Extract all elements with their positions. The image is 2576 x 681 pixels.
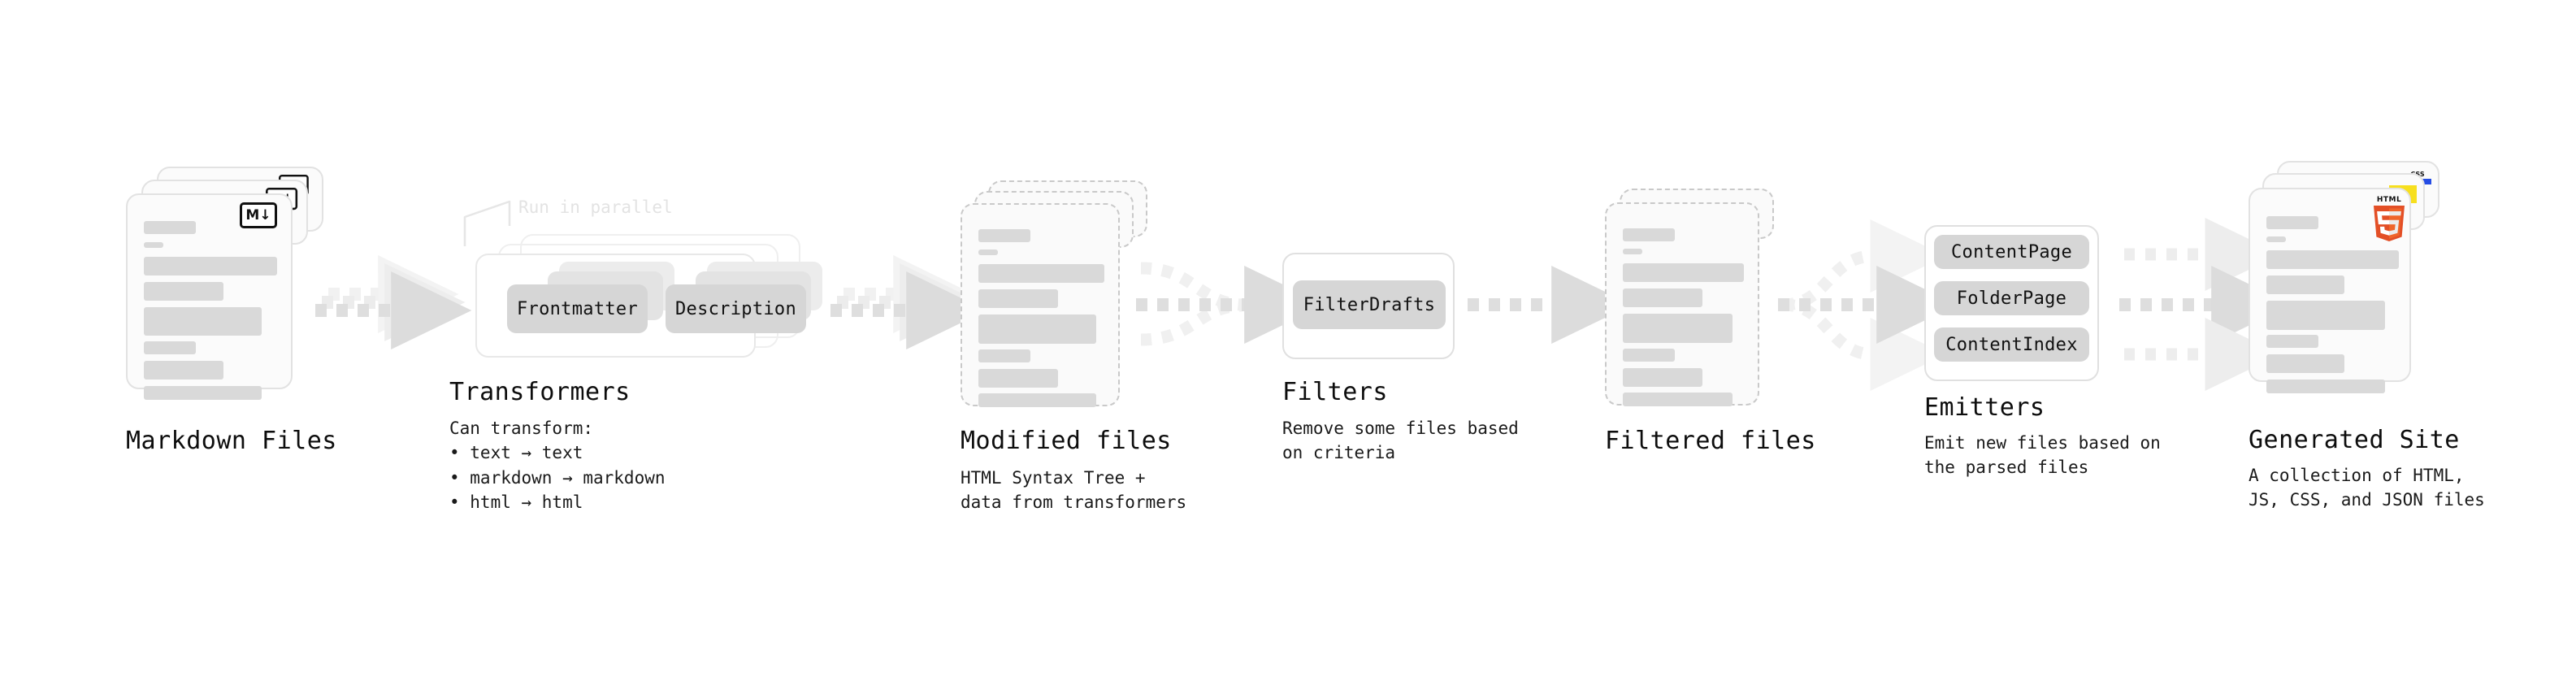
modified-card-front <box>961 203 1120 407</box>
label-modified-files: Modified files <box>961 427 1172 455</box>
skeleton-line <box>144 282 223 301</box>
chip-contentpage[interactable]: ContentPage <box>1934 235 2089 269</box>
skeleton-line <box>1623 349 1675 362</box>
arrow-modified-to-filters <box>1136 262 1325 346</box>
skeleton-line <box>2266 301 2385 330</box>
file-card-front <box>126 193 293 400</box>
skeleton-line <box>978 229 1030 242</box>
chip-filterdrafts[interactable]: FilterDrafts <box>1293 280 1446 329</box>
chip-contentindex[interactable]: ContentIndex <box>1934 327 2089 362</box>
chip-frontmatter[interactable]: Frontmatter <box>507 284 648 333</box>
skeleton-line <box>2266 250 2399 269</box>
arrow-markdown-to-transformers <box>315 255 472 349</box>
skeleton-line <box>978 393 1096 407</box>
label-transformers: Transformers <box>449 378 631 406</box>
skeleton-line <box>2266 236 2286 242</box>
arrow-transformers-to-modified <box>830 255 987 349</box>
html5-icon-word: HTML <box>2376 196 2402 204</box>
markdown-badge-front: M↓ <box>240 202 277 228</box>
skeleton-line <box>1623 249 1642 254</box>
skeleton-line <box>1623 368 1702 387</box>
skeleton-line <box>144 341 196 354</box>
chip-folderpage[interactable]: FolderPage <box>1934 281 2089 315</box>
skeleton-line <box>144 386 262 400</box>
site-card-front <box>2249 188 2411 393</box>
skeleton-line <box>2266 275 2344 294</box>
skeleton-line <box>144 221 196 234</box>
skeleton-line <box>978 369 1058 388</box>
subtitle-filters: Remove some files based on criteria <box>1282 419 1519 463</box>
skeleton-line <box>1623 263 1744 282</box>
label-emitters: Emitters <box>1924 393 2045 422</box>
skeleton-line <box>978 264 1104 283</box>
arrow-filtered-to-emitters <box>1778 219 1958 391</box>
subtitle-transformers: Can transform: • text → text • markdown … <box>449 419 666 513</box>
skeleton-line <box>978 289 1058 308</box>
label-filters: Filters <box>1282 378 1388 406</box>
subtitle-generated-site: A collection of HTML, JS, CSS, and JSON … <box>2249 466 2485 510</box>
subtitle-emitters: Emit new files based on the parsed files <box>1924 433 2161 478</box>
skeleton-line <box>2266 216 2318 229</box>
skeleton-line <box>2266 335 2318 348</box>
label-run-in-parallel: Run in parallel <box>518 197 673 217</box>
label-markdown-files: Markdown Files <box>126 427 337 455</box>
skeleton-line <box>978 249 998 255</box>
skeleton-line <box>1623 314 1733 343</box>
skeleton-line <box>144 307 262 336</box>
skeleton-line <box>2266 380 2385 393</box>
run-in-parallel-bracket <box>463 200 511 246</box>
skeleton-line <box>1623 393 1733 406</box>
skeleton-line <box>1623 288 1702 307</box>
skeleton-line <box>144 361 223 380</box>
label-generated-site: Generated Site <box>2249 426 2460 454</box>
skeleton-line <box>144 257 277 275</box>
skeleton-line <box>978 349 1030 362</box>
html5-icon: HTML <box>2371 196 2407 241</box>
skeleton-line <box>1623 228 1675 241</box>
skeleton-line <box>144 242 163 248</box>
label-filtered-files: Filtered files <box>1605 427 1816 455</box>
chip-description[interactable]: Description <box>666 284 806 333</box>
filtered-card-front <box>1605 202 1759 406</box>
skeleton-line <box>978 314 1096 344</box>
subtitle-modified-files: HTML Syntax Tree + data from transformer… <box>961 468 1187 513</box>
arrow-emitters-to-site <box>2119 218 2292 391</box>
skeleton-line <box>2266 354 2344 373</box>
